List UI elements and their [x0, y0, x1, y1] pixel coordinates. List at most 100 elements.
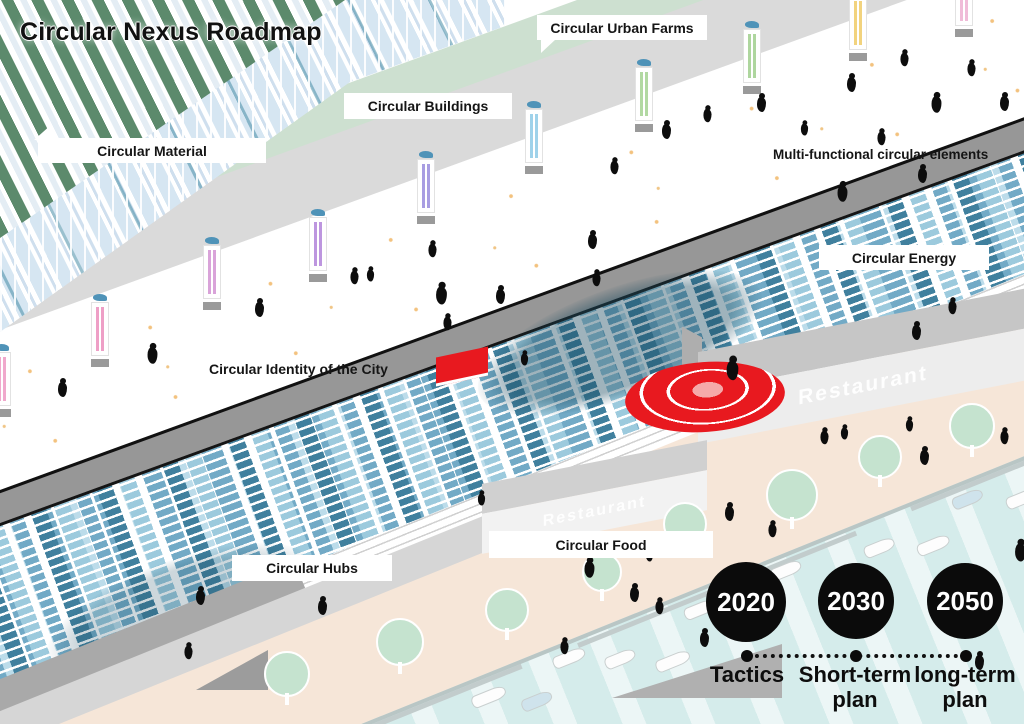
pillar-stripes [747, 34, 757, 78]
pillar-stripes [529, 114, 539, 158]
person-figure [847, 73, 856, 92]
person-figure [840, 424, 849, 440]
person-figure [428, 240, 437, 258]
pillar-stripes [313, 222, 323, 266]
person-figure [931, 91, 942, 113]
bird-icon [93, 294, 107, 301]
person-figure [610, 157, 619, 175]
person-figure [588, 230, 597, 249]
person-figure [584, 556, 595, 578]
person-figure [877, 128, 886, 146]
pillar-body [525, 109, 543, 163]
timeline-label-short-term: Short-term plan [798, 662, 912, 712]
pillar-base [309, 272, 327, 282]
label-tail [34, 124, 52, 140]
info-pillar [849, 0, 867, 61]
tree [949, 403, 995, 449]
person-figure [820, 427, 829, 445]
person-figure [920, 446, 929, 465]
person-figure [366, 266, 375, 282]
label-circular-identity: Circular Identity of the City [209, 361, 388, 377]
pillar-body [743, 29, 761, 83]
pillar-body [955, 0, 973, 26]
person-figure [662, 120, 671, 139]
bird-icon [311, 209, 325, 216]
pillar-stripes [853, 1, 863, 45]
milestone-circle-2050: 2050 [927, 563, 1003, 639]
person-figure [184, 642, 193, 660]
info-pillar [417, 151, 435, 224]
person-figure [725, 502, 734, 521]
pillar-body [635, 67, 653, 121]
person-figure [350, 267, 359, 285]
pillar-stripes [207, 250, 217, 294]
person-figure [655, 597, 664, 615]
pillar-base [743, 84, 761, 94]
bird-icon [0, 344, 9, 351]
pillar-base [955, 27, 973, 37]
info-pillar [955, 0, 973, 37]
timeline-node [741, 650, 753, 662]
pillar-stripes [959, 0, 969, 21]
pillar-base [635, 122, 653, 132]
label-circular-hubs: Circular Hubs [232, 555, 392, 581]
pillar-body [203, 245, 221, 299]
label-circular-energy: Circular Energy [819, 245, 989, 270]
pillar-body [417, 159, 435, 213]
person-figure [318, 596, 327, 615]
person-figure [560, 637, 569, 655]
person-figure [967, 59, 976, 77]
pillar-base [849, 51, 867, 61]
person-figure [800, 120, 809, 136]
person-figure [520, 350, 529, 366]
pillar-body [849, 0, 867, 50]
person-figure [757, 93, 766, 112]
timeline-label-long-term: long-term plan [914, 662, 1016, 712]
boat [915, 532, 952, 558]
info-pillar [0, 344, 11, 417]
person-figure [918, 164, 927, 183]
info-pillar [743, 21, 761, 94]
pillar-base [91, 357, 109, 367]
person-figure [58, 378, 67, 397]
person-figure [630, 583, 639, 602]
person-figure [436, 281, 447, 305]
label-multi-functional: Multi-functional circular elements [773, 147, 989, 162]
person-figure [496, 285, 505, 304]
timeline-label-tactics: Tactics [709, 662, 785, 687]
milestone-circle-2030: 2030 [818, 563, 894, 639]
boat [861, 535, 897, 560]
person-figure [905, 416, 914, 432]
person-figure [443, 313, 452, 331]
boat [550, 645, 588, 671]
boat [469, 684, 508, 710]
person-figure [900, 49, 909, 67]
label-tail [541, 39, 556, 53]
pillar-base [417, 214, 435, 224]
boat [519, 689, 555, 714]
person-figure [477, 490, 486, 506]
person-figure [975, 651, 984, 670]
info-pillar [91, 294, 109, 367]
info-pillar [525, 101, 543, 174]
person-figure [948, 297, 957, 315]
info-pillar [203, 237, 221, 310]
person-figure [592, 269, 601, 287]
timeline-node [960, 650, 972, 662]
label-circular-material: Circular Material [38, 138, 266, 163]
page-title: Circular Nexus Roadmap [20, 18, 322, 46]
boat [1004, 485, 1024, 511]
milestone-circle-2020: 2020 [706, 562, 786, 642]
boat [602, 646, 638, 671]
bird-icon [419, 151, 433, 158]
pillar-stripes [95, 307, 105, 351]
info-pillar [635, 59, 653, 132]
person-figure [768, 520, 777, 538]
pillar-base [0, 407, 11, 417]
person-figure [1000, 92, 1009, 111]
label-circular-food: Circular Food [489, 531, 713, 558]
label-circular-buildings: Circular Buildings [344, 93, 512, 119]
tree [766, 469, 818, 521]
tree [485, 588, 529, 632]
bird-icon [637, 59, 651, 66]
